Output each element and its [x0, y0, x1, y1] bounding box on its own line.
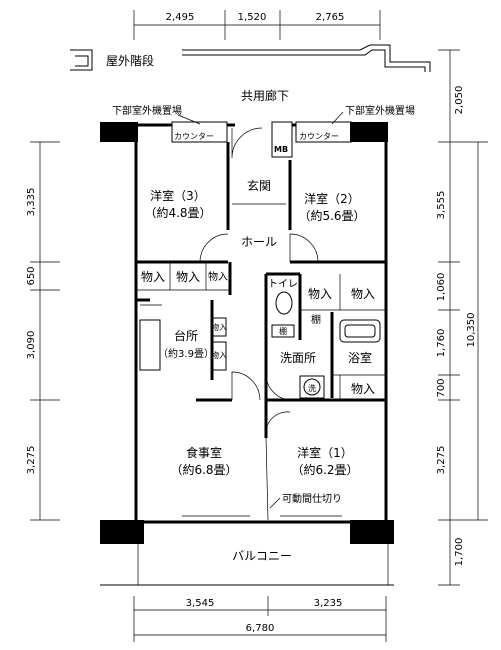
- western1-size: （約6.2畳）: [291, 462, 358, 477]
- hall-label: ホール: [241, 235, 277, 249]
- dim-top-1: 2,495: [166, 12, 195, 23]
- dim-right-7: 1,700: [454, 538, 465, 567]
- dim-bottom-1: 3,545: [186, 598, 215, 609]
- storage-5-label: 物入: [351, 287, 375, 301]
- ac-left-label: 下部室外機置場: [112, 104, 182, 117]
- dining-size: （約6.8畳）: [170, 462, 237, 477]
- bath-label: 浴室: [348, 350, 372, 365]
- interior-walls: [136, 142, 386, 521]
- kitchen-size: （約3.9畳）: [158, 347, 214, 360]
- storage-7-label: 物入: [211, 350, 227, 360]
- dim-left-4: 3,275: [26, 446, 37, 475]
- dim-left-3: 3,090: [26, 331, 37, 360]
- western1-name: 洋室（1）: [297, 445, 353, 460]
- dim-top-2: 1,520: [238, 12, 267, 23]
- corridor-label: 共用廊下: [241, 88, 289, 103]
- counter-left-label: カウンター: [174, 132, 214, 141]
- balcony: バルコニー: [100, 544, 394, 586]
- storage-1-label: 物入: [141, 270, 165, 284]
- stairs-label: 屋外階段: [106, 53, 154, 68]
- dim-right-2: 3,555: [436, 191, 447, 220]
- dim-right-1: 2,050: [454, 86, 465, 115]
- right-dimension: 2,050 3,555 1,060 1,760 700 3,275 1,700 …: [436, 49, 488, 586]
- western2-name: 洋室（2）: [304, 191, 360, 206]
- western2-size: （約5.6畳）: [298, 208, 365, 223]
- dining-name: 食事室: [186, 445, 222, 460]
- storage-4-label: 物入: [308, 287, 332, 301]
- dim-left-2: 650: [26, 266, 37, 285]
- left-dimension: 3,335 650 3,090 3,275: [26, 141, 60, 521]
- dim-right-total: 10,350: [466, 313, 477, 348]
- entrance-label: 玄関: [247, 178, 271, 193]
- western3-size: （約4.8畳）: [144, 205, 211, 220]
- dim-bottom-total: 6,780: [246, 623, 275, 634]
- bottom-dimension: 3,545 3,235 6,780: [133, 596, 387, 642]
- washer-label: 洗: [308, 383, 316, 393]
- top-dimension: 2,495 1,520 2,765: [133, 10, 381, 40]
- shelf-1-label: 棚: [279, 326, 287, 336]
- storage-3-label: 物入: [208, 270, 228, 283]
- washroom-label: 洗面所: [280, 351, 316, 365]
- storage-8-label: 物入: [351, 382, 375, 396]
- dim-left-1: 3,335: [26, 188, 37, 217]
- toilet-label: トイレ: [268, 279, 298, 290]
- dim-top-3: 2,765: [316, 12, 345, 23]
- dim-right-5: 700: [436, 378, 447, 397]
- dim-right-4: 1,760: [436, 329, 447, 358]
- storage-6-label: 物入: [211, 322, 227, 332]
- dim-right-6: 3,275: [436, 446, 447, 475]
- shelf-2-label: 棚: [311, 313, 321, 326]
- dim-right-3: 1,060: [436, 273, 447, 302]
- outdoor-stairs: 屋外階段: [70, 44, 431, 72]
- mb-label: MB: [274, 145, 288, 154]
- ac-right-label: 下部室外機置場: [345, 104, 415, 117]
- dim-bottom-2: 3,235: [314, 598, 343, 609]
- balcony-label: バルコニー: [232, 549, 292, 563]
- partition-label: 可動間仕切り: [282, 492, 342, 505]
- counter-right-label: カウンター: [299, 132, 339, 141]
- kitchen-name: 台所: [174, 328, 198, 343]
- storage-2-label: 物入: [176, 270, 200, 284]
- western3-name: 洋室（3）: [150, 188, 206, 203]
